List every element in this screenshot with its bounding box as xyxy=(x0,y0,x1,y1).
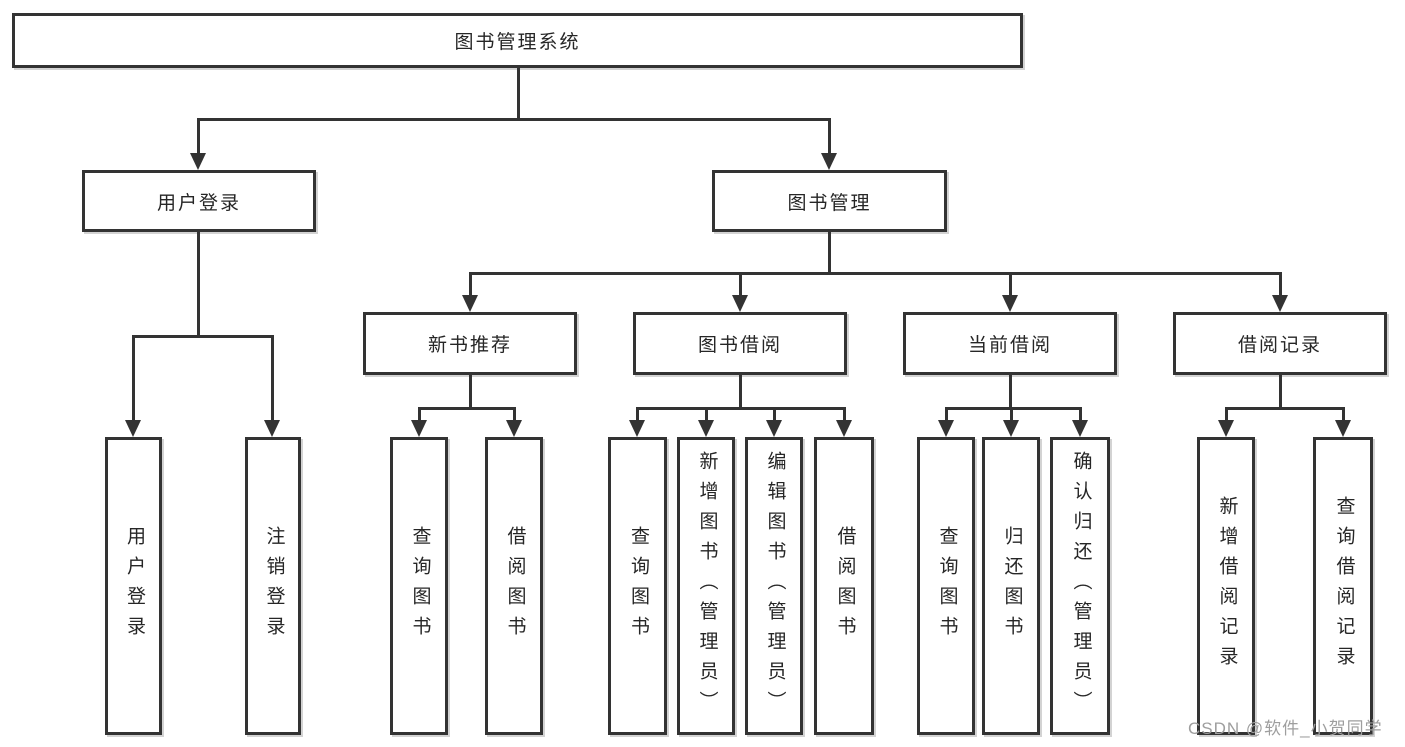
leaf-query-books: 查询图书 xyxy=(608,437,667,735)
leaf-label: 确认归还（管理员） xyxy=(1070,451,1092,721)
node-new-book-recommend: 新书推荐 xyxy=(363,312,577,375)
connector-arrow-shaft xyxy=(197,118,200,158)
connector-book-mgmt-stem xyxy=(828,232,831,272)
leaf-borrow-books: 借阅图书 xyxy=(814,437,874,735)
leaf-label: 查询图书 xyxy=(936,526,958,646)
arrowhead-down-icon xyxy=(698,420,714,437)
leaf-label: 查询借阅记录 xyxy=(1333,496,1355,676)
connector-arrow-shaft xyxy=(469,272,472,300)
connector-new-rec-branch xyxy=(418,407,516,410)
leaf-query-books: 查询图书 xyxy=(917,437,975,735)
leaf-label: 新增图书（管理员） xyxy=(696,451,718,721)
connector-user-login-stem xyxy=(197,232,200,335)
watermark-text: CSDN @软件_小贺同学 xyxy=(1188,719,1383,738)
connector-arrow-shaft xyxy=(1279,272,1282,300)
leaf-label: 借阅图书 xyxy=(834,526,856,646)
leaf-add-book-admin: 新增图书（管理员） xyxy=(677,437,735,735)
node-label: 图书管理系统 xyxy=(454,32,581,53)
node-label: 借阅记录 xyxy=(1237,335,1322,356)
connector-arrow-shaft xyxy=(418,407,421,423)
connector-arrow-shaft xyxy=(1225,407,1228,423)
connector-book-borrow-branch xyxy=(636,407,846,410)
node-label: 用户登录 xyxy=(156,192,241,214)
arrowhead-down-icon xyxy=(462,295,478,312)
connector-arrow-shaft xyxy=(513,407,516,423)
connector-current-borrow-stem xyxy=(1009,375,1012,407)
connector-borrow-records-stem xyxy=(1279,375,1282,407)
leaf-label: 新增借阅记录 xyxy=(1216,496,1238,676)
leaf-label: 注销登录 xyxy=(263,526,285,646)
arrowhead-down-icon xyxy=(1218,420,1234,437)
node-book-borrowing: 图书借阅 xyxy=(633,312,847,375)
node-label: 新书推荐 xyxy=(427,335,512,356)
leaf-edit-book-admin: 编辑图书（管理员） xyxy=(745,437,803,735)
connector-arrow-shaft xyxy=(1079,407,1082,423)
node-borrow-records: 借阅记录 xyxy=(1173,312,1387,375)
arrowhead-down-icon xyxy=(411,420,427,437)
connector-arrow-shaft xyxy=(636,407,639,423)
leaf-label: 用户登录 xyxy=(123,526,145,646)
connector-arrow-shaft xyxy=(1010,407,1013,423)
leaf-return-book: 归还图书 xyxy=(982,437,1040,735)
leaf-label: 查询图书 xyxy=(627,526,649,646)
leaf-label: 编辑图书（管理员） xyxy=(764,451,786,721)
leaf-query-books: 查询图书 xyxy=(390,437,448,735)
arrowhead-down-icon xyxy=(506,420,522,437)
leaf-query-borrow-record: 查询借阅记录 xyxy=(1313,437,1373,735)
connector-arrow-shaft xyxy=(132,335,135,421)
connector-book-mgmt-branch xyxy=(469,272,1281,275)
arrowhead-down-icon xyxy=(1002,295,1018,312)
arrowhead-down-icon xyxy=(766,420,782,437)
connector-arrow-shaft xyxy=(843,407,846,423)
connector-arrow-shaft xyxy=(945,407,948,423)
arrowhead-down-icon xyxy=(1072,420,1088,437)
connector-arrow-shaft xyxy=(705,407,708,423)
node-library-management-system: 图书管理系统 xyxy=(12,13,1023,68)
node-book-management: 图书管理 xyxy=(712,170,947,232)
arrowhead-down-icon xyxy=(821,153,837,170)
connector-new-rec-stem xyxy=(469,375,472,407)
connector-root-branch xyxy=(197,118,831,121)
connector-current-borrow-branch xyxy=(945,407,1081,410)
connector-arrow-shaft xyxy=(739,272,742,300)
node-label: 图书借阅 xyxy=(697,335,782,356)
arrowhead-down-icon xyxy=(938,420,954,437)
connector-arrow-shaft xyxy=(271,335,274,421)
node-user-login: 用户登录 xyxy=(82,170,316,232)
arrowhead-down-icon xyxy=(190,153,206,170)
leaf-add-borrow-record: 新增借阅记录 xyxy=(1197,437,1255,735)
leaf-user-login: 用户登录 xyxy=(105,437,162,735)
arrowhead-down-icon xyxy=(125,420,141,437)
leaf-confirm-return-admin: 确认归还（管理员） xyxy=(1050,437,1110,735)
connector-arrow-shaft xyxy=(1342,407,1345,423)
node-label: 当前借阅 xyxy=(967,335,1052,356)
connector-user-login-branch xyxy=(132,335,274,338)
connector-book-borrow-stem xyxy=(739,375,742,407)
leaf-label: 查询图书 xyxy=(409,526,431,646)
arrowhead-down-icon xyxy=(1003,420,1019,437)
arrowhead-down-icon xyxy=(264,420,280,437)
leaf-label: 借阅图书 xyxy=(504,526,526,646)
leaf-borrow-books: 借阅图书 xyxy=(485,437,543,735)
arrowhead-down-icon xyxy=(836,420,852,437)
arrowhead-down-icon xyxy=(629,420,645,437)
arrowhead-down-icon xyxy=(1272,295,1288,312)
connector-root-stem xyxy=(517,68,520,118)
arrowhead-down-icon xyxy=(1335,420,1351,437)
connector-borrow-records-branch xyxy=(1225,407,1344,410)
node-current-borrowing: 当前借阅 xyxy=(903,312,1117,375)
leaf-label: 归还图书 xyxy=(1001,526,1023,646)
connector-arrow-shaft xyxy=(1009,272,1012,300)
connector-arrow-shaft xyxy=(773,407,776,423)
connector-arrow-shaft xyxy=(828,118,831,158)
arrowhead-down-icon xyxy=(732,295,748,312)
node-label: 图书管理 xyxy=(787,192,872,214)
leaf-logout: 注销登录 xyxy=(245,437,301,735)
